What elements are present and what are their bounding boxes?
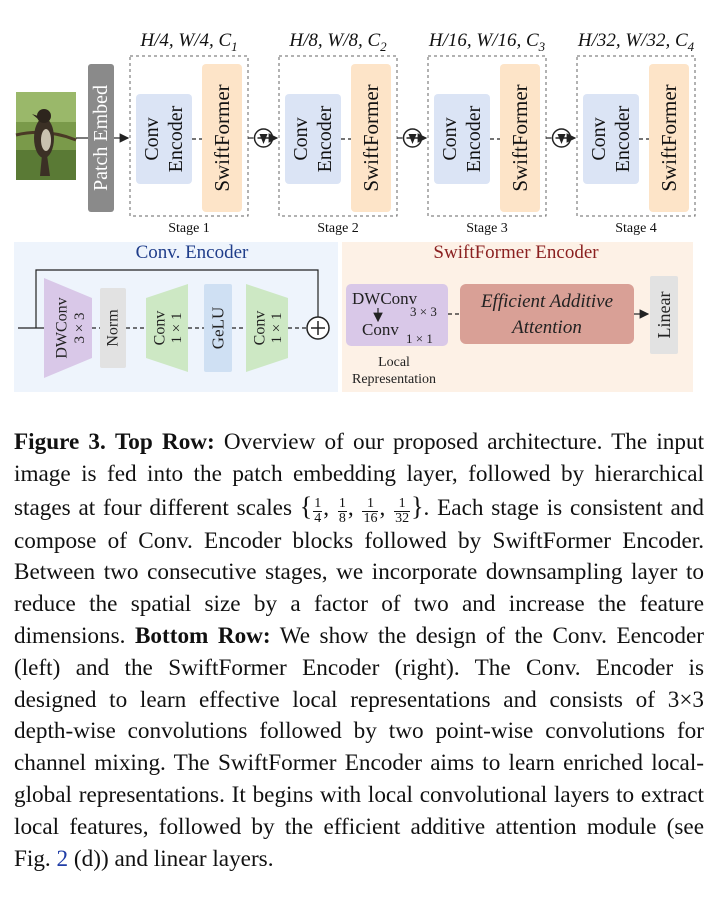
left-brace: { — [299, 491, 313, 521]
downsample-icon — [248, 128, 279, 148]
conv-encoder-label-2: Encoder — [612, 105, 634, 172]
linear-block — [650, 276, 678, 354]
conv-encoder-title: Conv. Encoder — [136, 242, 249, 263]
caption-text-4: (d)) and linear layers. — [73, 845, 274, 872]
pointwise-conv-1-block — [146, 284, 188, 372]
stage-dims-label: H/16, W/16, C3 — [428, 30, 546, 54]
patch-embed-block: Patch Embed — [88, 64, 114, 212]
swiftformer-label: SwiftFormer — [359, 84, 383, 191]
local-dwconv-size: 3 × 3 — [410, 304, 437, 319]
stage-dims-label: H/4, W/4, C1 — [139, 30, 237, 54]
stage-name: Stage 2 — [317, 221, 359, 236]
figure-label: Figure 3. — [14, 429, 106, 455]
dwconv-size: 3 × 3 — [72, 313, 88, 344]
norm-block — [100, 288, 126, 368]
conv-encoder-block — [583, 94, 639, 184]
stage-name: Stage 1 — [168, 221, 210, 236]
stage-name: Stage 4 — [615, 221, 657, 236]
downsample-icon — [546, 128, 577, 148]
conv-encoder-label-1: Conv — [439, 117, 461, 160]
figure-caption: Figure 3. Top Row: Overview of our propo… — [14, 427, 704, 875]
pointwise-conv-1-label: Conv — [152, 311, 169, 346]
right-brace: } — [411, 491, 424, 521]
swiftformer-block — [500, 64, 540, 212]
swiftformer-label: SwiftFormer — [210, 84, 234, 191]
swiftformer-encoder-panel: SwiftFormer Encoder DWConv 3 × 3 Conv 1 … — [342, 242, 693, 392]
attention-label-1: Efficient Additive — [480, 291, 613, 312]
gelu-block — [204, 284, 232, 372]
attention-label-2: Attention — [510, 317, 582, 338]
conv-encoder-panel: Conv. Encoder DWConv 3 × 3 Norm Conv 1 ×… — [14, 242, 338, 392]
swiftformer-label: SwiftFormer — [508, 84, 532, 191]
swiftformer-block — [351, 64, 391, 212]
local-caption-2: Representation — [352, 372, 436, 387]
figure-reference-link[interactable]: 2 — [56, 845, 69, 872]
conv-encoder-label-2: Encoder — [165, 105, 187, 172]
norm-label: Norm — [105, 309, 122, 347]
swiftformer-block — [649, 64, 689, 212]
conv-encoder-label-2: Encoder — [463, 105, 485, 172]
dwconv-block — [44, 278, 92, 378]
downsample-icon — [397, 128, 428, 148]
caption-text-1: Overview of our proposed architecture. T… — [14, 429, 705, 521]
pointwise-conv-2-block — [246, 284, 288, 372]
pointwise-conv-2-size: 1 × 1 — [269, 313, 285, 344]
swiftformer-label: SwiftFormer — [657, 84, 681, 191]
bottom-row-heading: Bottom Row: — [134, 622, 271, 649]
conv-encoder-label-2: Encoder — [314, 105, 336, 172]
local-representation-block — [346, 284, 448, 346]
conv-encoder-label-1: Conv — [290, 117, 312, 160]
conv-encoder-label-1: Conv — [141, 117, 163, 160]
efficient-additive-attention-block — [460, 284, 634, 344]
bird-input-image — [15, 92, 77, 180]
conv-encoder-block — [136, 94, 192, 184]
add-icon — [306, 316, 330, 340]
local-dwconv-label: DWConv — [352, 289, 418, 308]
pointwise-conv-1-size: 1 × 1 — [169, 313, 185, 344]
gelu-label: GeLU — [209, 307, 228, 349]
stage-dims-label: H/8, W/8, C2 — [288, 30, 387, 54]
swiftformer-title: SwiftFormer Encoder — [433, 242, 599, 263]
top-row-heading: Top Row: — [114, 429, 215, 455]
local-conv-label: Conv — [362, 320, 399, 339]
linear-label: Linear — [654, 292, 674, 339]
patch-embed-label: Patch Embed — [90, 85, 112, 191]
conv-encoder-label-1: Conv — [588, 117, 610, 160]
caption-text-2: . Each stage is consistent and compose o… — [14, 494, 704, 649]
local-conv-size: 1 × 1 — [406, 331, 433, 346]
conv-encoder-block — [434, 94, 490, 184]
swiftformer-block — [202, 64, 242, 212]
conv-encoder-block — [285, 94, 341, 184]
pointwise-conv-2-label: Conv — [252, 311, 269, 346]
dwconv-label: DWConv — [54, 297, 71, 358]
stage-name: Stage 3 — [466, 221, 508, 236]
stage-dims-label: H/32, W/32, C4 — [577, 30, 695, 54]
local-caption-1: Local — [378, 355, 410, 370]
caption-text-3: We show the design of the Conv. Eencoder… — [14, 622, 705, 872]
